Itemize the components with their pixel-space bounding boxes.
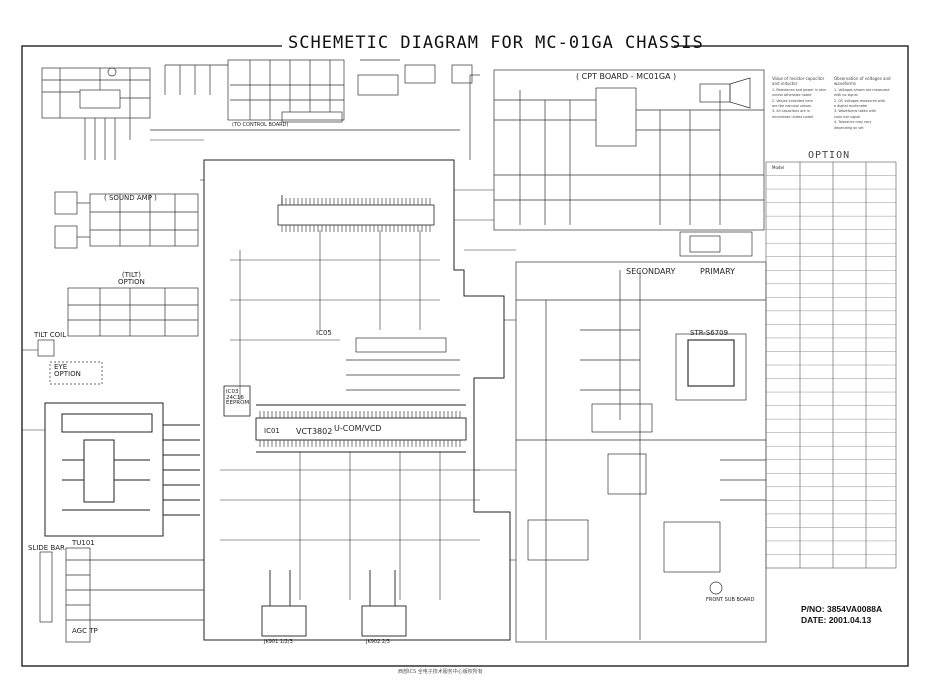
label-str: STR-S6709: [690, 329, 729, 337]
revision-date: DATE: 2001.04.13: [801, 615, 872, 625]
block-cpt-board: [493, 69, 765, 257]
notes-left-line: microfarad unless noted: [772, 114, 814, 119]
label-jack2: JK902 2/3: [366, 639, 390, 645]
block-tilt: [37, 287, 199, 385]
ic-vct: [255, 404, 467, 453]
notes-right-heading: Observation of voltages and waveforms: [834, 76, 891, 87]
notes-left-line: are the nominal values: [772, 104, 811, 109]
label-tuner: TU101: [72, 539, 95, 547]
ic-pin-marks: [259, 198, 461, 447]
block-jacks: [261, 570, 407, 637]
label-jack1: JK901 1/2/3: [264, 639, 293, 645]
label-ic01: IC01: [264, 427, 280, 435]
notes-left-line: 2. Values indicated here: [772, 98, 813, 103]
block-tda-ic: [44, 402, 200, 537]
option-table-rows: [766, 175, 896, 555]
wires: [22, 139, 516, 600]
outer-frame: [21, 45, 909, 667]
label-slide-bar: SLIDE BAR: [28, 544, 65, 552]
notes-right-line: 4. Tolerance may vary: [834, 120, 872, 125]
notes-right-line: 2. DC voltages measured with: [834, 98, 886, 103]
block-sound-amp: [54, 191, 199, 249]
notes-left-heading: Value of resistor capacitor and inductor: [772, 76, 825, 87]
notes-left-line: unless otherwise noted: [772, 93, 812, 98]
block-power: [515, 261, 767, 643]
label-ic05: IC05: [316, 329, 332, 337]
label-sound-amp: ( SOUND AMP ): [104, 194, 157, 202]
block-ic05: [346, 337, 460, 391]
notes-right-line: 1. Voltages shown are measured: [834, 87, 890, 92]
block-main-board: [203, 159, 511, 641]
notes-right-line: a digital multimeter: [834, 104, 868, 109]
label-eye-option: EYE OPTION: [54, 363, 81, 378]
notes-right-line: 3. Waveforms taken with: [834, 109, 877, 114]
label-cpt-board: ( CPT BOARD - MC01GA ): [576, 72, 677, 81]
block-tuner-top: [41, 67, 151, 160]
label-secondary: SECONDARY: [626, 267, 676, 276]
option-table-header: Model: [772, 165, 785, 170]
block-control-board: [150, 59, 480, 160]
part-number: P/NO: 3854VA0088A: [801, 604, 883, 614]
block-tuner: [39, 547, 204, 643]
label-front-sub: FRONT SUB BOARD: [706, 597, 755, 603]
notes-right-line: with no signal: [834, 93, 858, 98]
label-u-com-vcd: U-COM/VCD: [334, 424, 382, 433]
label-primary: PRIMARY: [700, 267, 736, 276]
label-tilt-coil: TILT COIL: [34, 331, 67, 339]
notes-left-line: 1. Resistance and power in ohm: [772, 87, 827, 92]
notes-left-line: 3. All capacitors are in: [772, 109, 810, 114]
label-eeprom: IC03 24C16 EEPROM: [226, 389, 250, 406]
label-vct: VCT3802: [296, 427, 333, 436]
notes-right-line: color bar signal: [834, 114, 861, 119]
ic-eeprom: [223, 385, 251, 417]
option-table-title: OPTION: [808, 150, 851, 161]
title-knockout: [282, 34, 674, 54]
ic-main-top: [277, 195, 435, 226]
notes-right-line: depending on set: [834, 125, 864, 130]
label-to-control: (TO CONTROL BOARD): [232, 122, 289, 128]
footer-watermark: 西部ICS 全电子技术服务中心版权所有: [398, 669, 483, 675]
label-agc-tp: AGC TP: [72, 627, 98, 635]
label-tilt-option: (TILT) OPTION: [118, 271, 145, 286]
page-title: SCHEMETIC DIAGRAM FOR MC-01GA CHASSIS: [288, 33, 704, 53]
